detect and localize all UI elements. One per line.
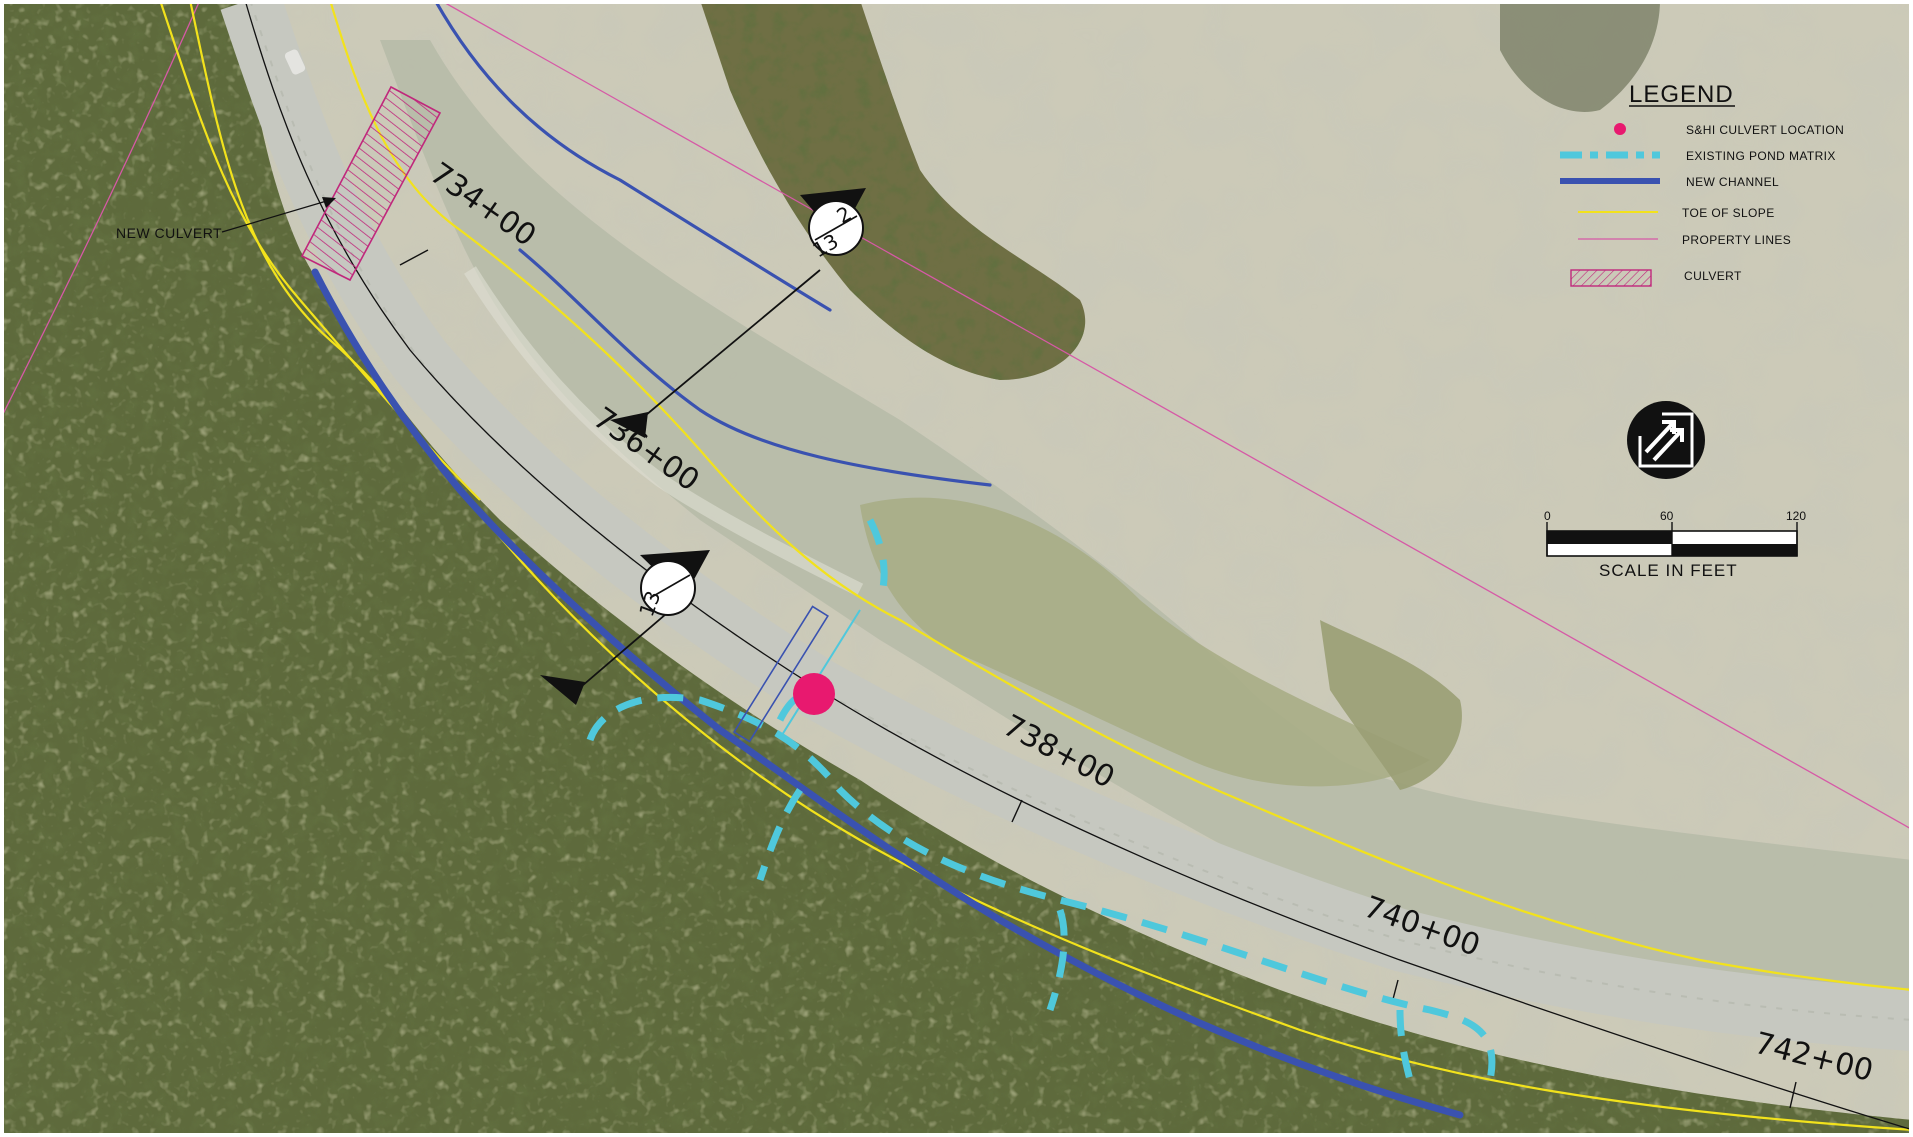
svg-text:0: 0 <box>1544 509 1551 523</box>
legend-title: LEGEND <box>1629 81 1734 108</box>
tree-cluster-topright <box>1500 0 1660 112</box>
section-marker-1[interactable]: 2 13 <box>610 188 866 438</box>
scale-bar: 0 60 120 SCALE IN FEET <box>1544 509 1806 580</box>
svg-text:CULVERT: CULVERT <box>1684 269 1742 283</box>
existing-culvert-inner <box>781 609 861 736</box>
svg-text:SCALE IN FEET: SCALE IN FEET <box>1599 561 1738 580</box>
tree-cluster-top-texture <box>700 0 1086 380</box>
svg-text:NEW CHANNEL: NEW CHANNEL <box>1686 175 1779 189</box>
legend-item-culvert: CULVERT <box>1570 269 1742 287</box>
svg-text:TOE OF SLOPE: TOE OF SLOPE <box>1682 206 1775 220</box>
legend-item-shi-culvert: S&HI CULVERT LOCATION <box>1614 123 1844 137</box>
water-channel <box>380 40 1913 1000</box>
legend: LEGEND S&HI CULVERT LOCATION EXISTING PO… <box>1560 81 1844 287</box>
marsh-island-2 <box>1320 620 1462 790</box>
legend-item-pond-matrix: EXISTING POND MATRIX <box>1560 149 1836 163</box>
vehicle <box>284 49 306 75</box>
svg-text:S&HI CULVERT LOCATION: S&HI CULVERT LOCATION <box>1686 123 1844 137</box>
centerline <box>244 0 1913 1131</box>
new-channel <box>311 0 1464 1119</box>
svg-text:EXISTING POND MATRIX: EXISTING POND MATRIX <box>1686 149 1836 163</box>
north-arrow-icon <box>1627 401 1705 479</box>
embankment <box>464 266 864 597</box>
svg-text:PROPERTY LINES: PROPERTY LINES <box>1682 233 1791 247</box>
section-marker-2[interactable]: 13 <box>540 550 710 705</box>
svg-text:NEW CULVERT: NEW CULVERT <box>116 225 222 241</box>
marsh-island <box>860 497 1430 787</box>
road-shoulder <box>249 0 1913 1021</box>
existing-culvert-outline <box>733 605 829 743</box>
shi-culvert-location[interactable] <box>793 673 835 715</box>
svg-text:120: 120 <box>1786 509 1806 523</box>
legend-item-new-channel: NEW CHANNEL <box>1560 175 1779 189</box>
svg-text:60: 60 <box>1660 509 1674 523</box>
legend-item-toe-of-slope: TOE OF SLOPE <box>1578 206 1775 220</box>
legend-item-property-lines: PROPERTY LINES <box>1578 233 1791 247</box>
property-lines <box>0 0 1913 831</box>
new-culvert-callout: NEW CULVERT <box>116 197 336 241</box>
